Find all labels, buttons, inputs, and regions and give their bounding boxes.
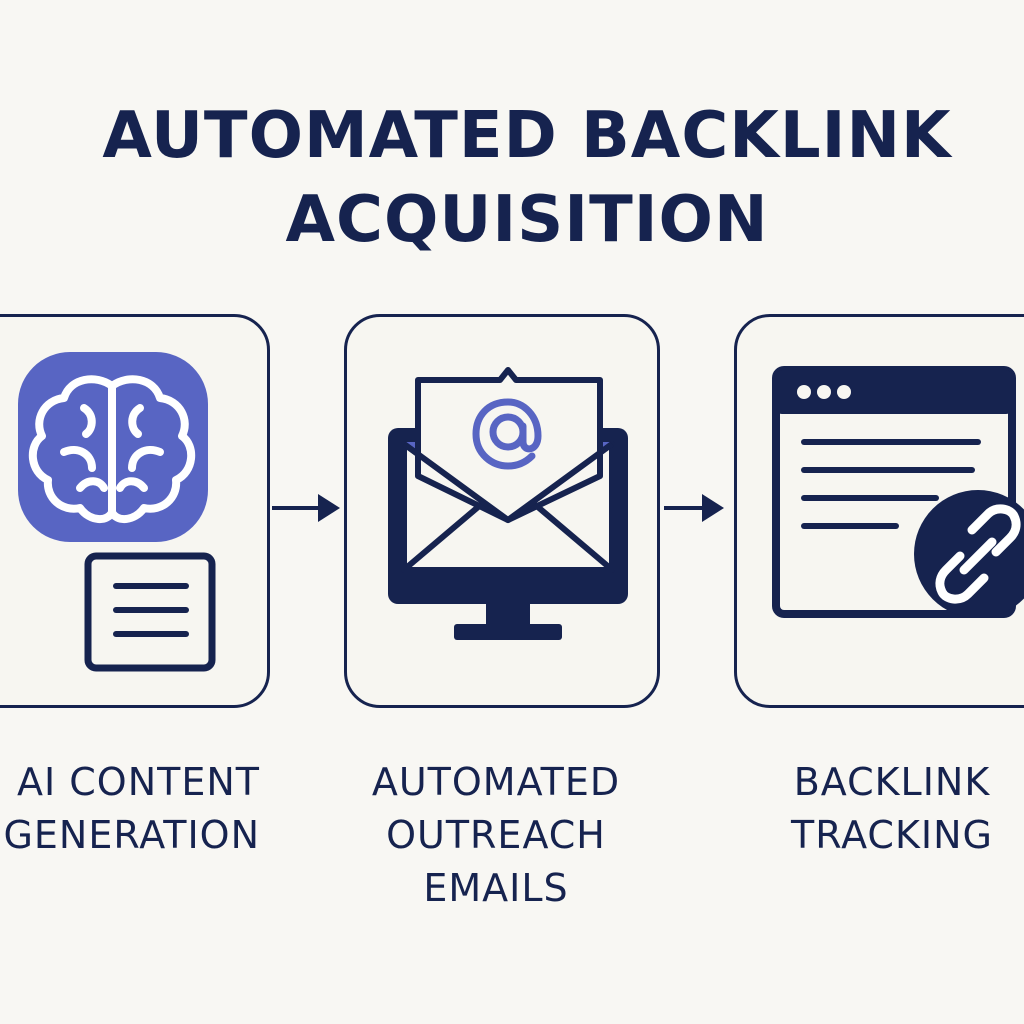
email-monitor-icon bbox=[388, 367, 628, 640]
chain-link-icon bbox=[935, 504, 1021, 604]
step-label-line: BACKLINK bbox=[793, 760, 991, 804]
step-label-backlink-tracking: BACKLINK TRACKING bbox=[760, 756, 1024, 862]
step-label-line: AI CONTENT bbox=[16, 760, 260, 804]
step-label-line: AUTOMATED bbox=[371, 760, 621, 804]
step-label-line: GENERATION bbox=[3, 813, 260, 857]
document-icon bbox=[84, 552, 216, 672]
brain-icon bbox=[18, 352, 208, 542]
step-label-ai-content: AI CONTENT GENERATION bbox=[0, 756, 260, 862]
diagram-title-line-2: ACQUISITION bbox=[285, 183, 769, 257]
step-label-line: EMAILS bbox=[423, 866, 569, 910]
diagram-title-line-1: AUTOMATED BACKLINK bbox=[102, 99, 952, 173]
flow-arrow-1 bbox=[272, 494, 340, 522]
step-label-line: TRACKING bbox=[791, 813, 993, 857]
browser-link-icon bbox=[772, 366, 1024, 618]
step-label-outreach: AUTOMATED OUTREACH EMAILS bbox=[336, 756, 656, 915]
step-label-line: OUTREACH bbox=[386, 813, 606, 857]
flow-arrow-2 bbox=[664, 494, 724, 522]
